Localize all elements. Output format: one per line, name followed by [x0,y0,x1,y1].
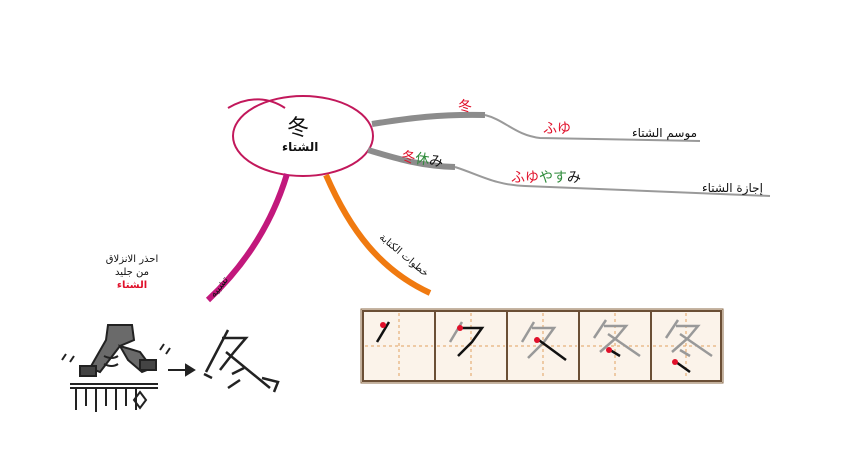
branch2-kana-part-2: やす [539,170,567,186]
mnemonic-branch [205,173,290,303]
branch2-kanji-part-3: み [428,152,445,171]
branch2-kana-part-3: み [567,170,581,186]
mnemonic-caption-line-2: من جليد [115,267,149,278]
mnemonic-caption-line-1: احذر الانزلاق [105,254,159,265]
arrow-icon [168,363,196,377]
stroke-order-grid [360,308,724,384]
branch1-meaning: موسم الشتاء [632,126,698,140]
center-node-flourish [227,98,286,109]
mnemonic-caption: احذر الانزلاق من جليد الشتاء [92,253,172,292]
mnemonic-caption-line-3: الشتاء [116,280,148,291]
slipping-legs-illustration [61,324,171,412]
branch1-kanji: 冬 [458,99,472,115]
branch2-line [454,166,771,197]
branch1-line [484,114,701,142]
branch2-kana-part-1: ふゆ [511,170,539,186]
center-meaning: الشتاء [282,140,319,154]
branch2-meaning: إجازة الشتاء [702,181,763,195]
kanji-drawing-illustration [203,329,280,393]
center-kanji: 冬 [287,116,310,141]
branch1-reading: ふゆ [543,121,571,137]
center-node-outline [232,95,374,177]
branch2-connector [367,147,456,170]
stroke-order-branch [323,173,432,296]
branch1-connector [371,111,486,127]
branch2-reading: ふゆやすみ [511,167,581,187]
